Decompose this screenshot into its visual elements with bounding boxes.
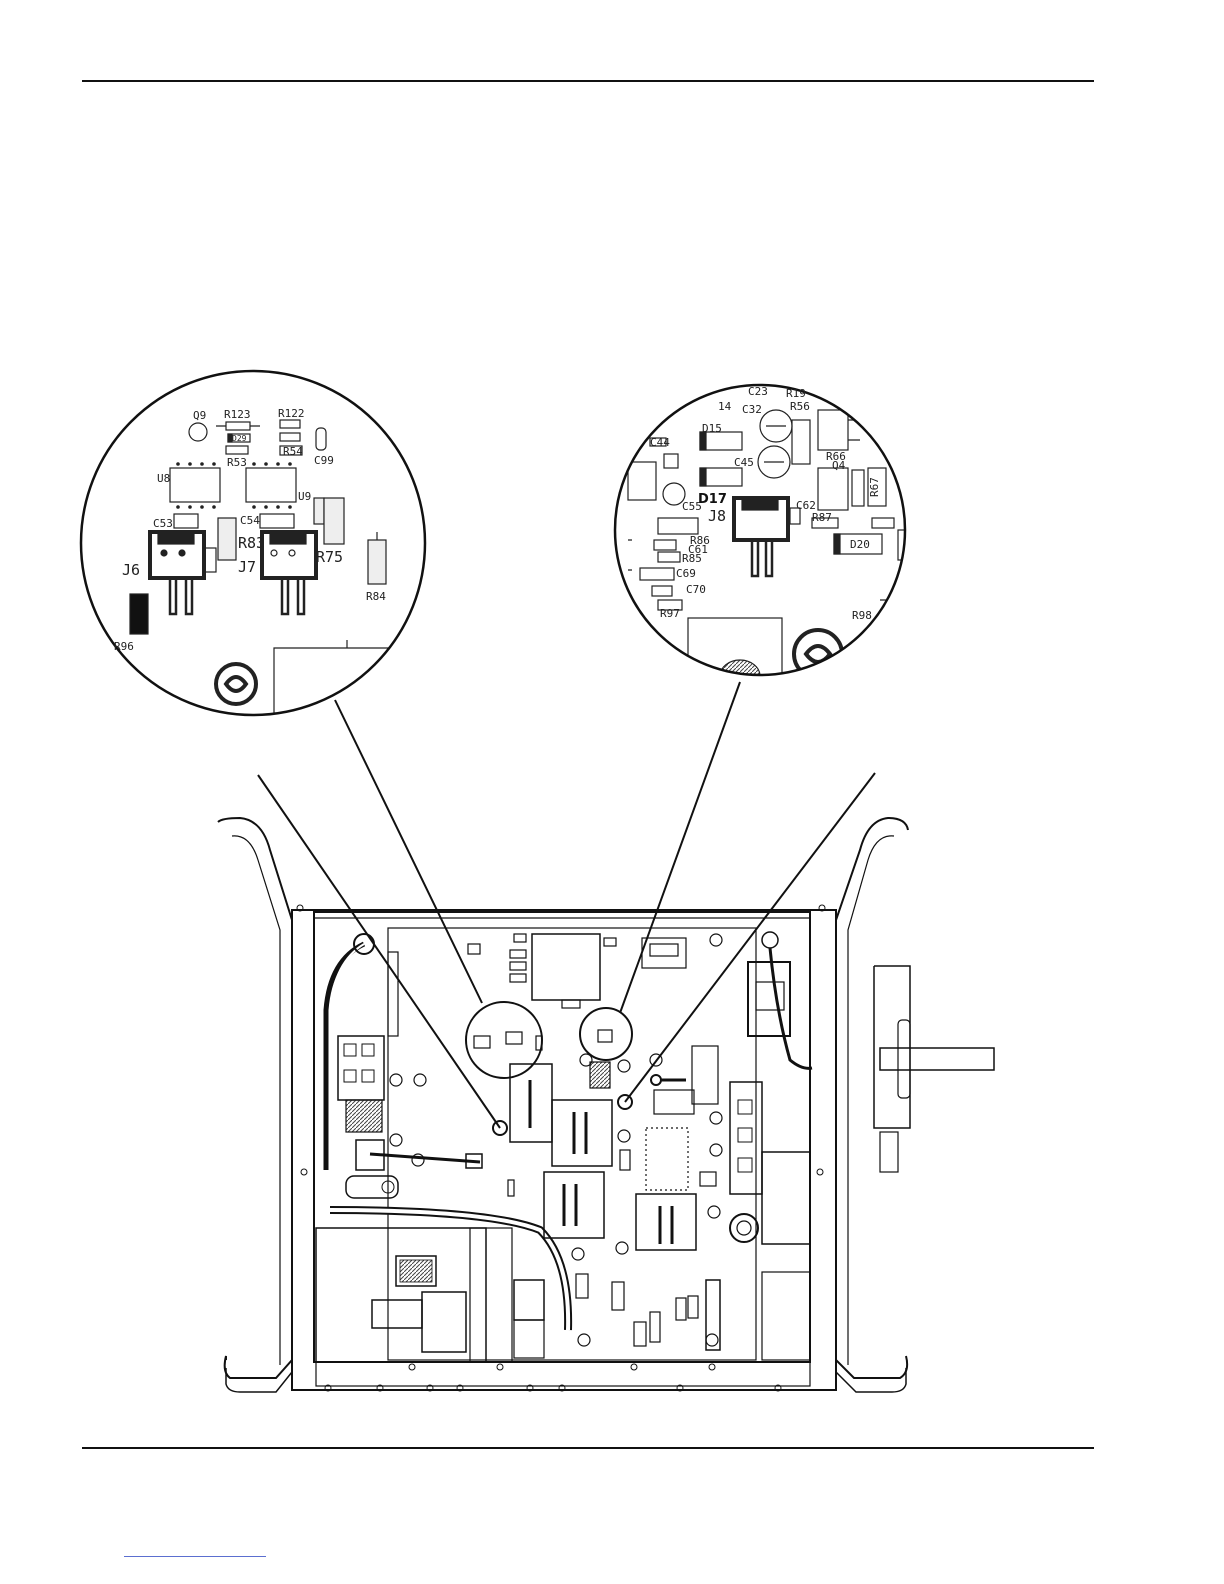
connector-j8: [734, 498, 788, 576]
label-c23: C23: [748, 385, 768, 398]
transformer: [762, 1152, 810, 1244]
label-j8: J8: [708, 507, 726, 525]
label-r54: R54: [283, 445, 303, 458]
resistor-r83: [218, 518, 236, 560]
label-r84: R84: [366, 590, 386, 603]
capacitor-c69: [640, 568, 674, 580]
label-r87: R87: [812, 511, 832, 524]
terminal-block: [338, 1036, 384, 1100]
board-block: [688, 618, 782, 698]
label-r75: R75: [316, 548, 343, 566]
capacitor-c70: [652, 586, 672, 596]
connector-j7: [262, 532, 316, 614]
label-r56: R56: [790, 400, 810, 413]
resistor-r122: [280, 420, 300, 428]
label-r122: R122: [278, 407, 305, 420]
label-c45: C45: [734, 456, 754, 469]
label-r85: R85: [682, 552, 702, 565]
leader-lines: [258, 682, 875, 1128]
label-c54: C54: [240, 514, 260, 527]
resistor-r86: [654, 540, 676, 550]
label-j6: J6: [122, 561, 140, 579]
power-unit: [218, 818, 994, 1392]
label-c53: C53: [153, 517, 173, 530]
chip-u8: [170, 468, 220, 502]
label-c32: C32: [742, 403, 762, 416]
capacitor-c99: [316, 428, 326, 450]
leader-line-right-detail: [620, 682, 740, 1013]
label-c69: C69: [676, 567, 696, 580]
label-c44: C44: [650, 436, 670, 449]
label-j7: J7: [238, 558, 256, 576]
right-handle: [836, 818, 908, 1378]
label-r53: R53: [227, 456, 247, 469]
enclosure: [292, 910, 836, 1390]
rear-panel-box: [874, 966, 910, 1128]
label-r98: R98: [852, 609, 872, 622]
cable-outlet: [880, 1048, 994, 1070]
chip-u9: [246, 468, 296, 502]
transistor-q4: [818, 468, 848, 510]
transistor-q9: [189, 423, 207, 441]
label-r96: R96: [114, 640, 134, 653]
fan-knob: [730, 1214, 758, 1242]
pcb-components: [390, 934, 722, 1350]
label-r67: R67: [868, 477, 881, 497]
resistor-r53: [226, 446, 248, 454]
bottom-module: [316, 1228, 486, 1362]
label-u9: U9: [298, 490, 311, 503]
label-r97: R97: [660, 607, 680, 620]
resistor-r85: [658, 552, 680, 562]
transistor-q3: [818, 410, 848, 450]
label-d20: D20: [850, 538, 870, 551]
label-d17: D17: [698, 492, 727, 507]
detail-circle-left: Q9 R123 R122 D29 R53 R54 C99 U8 U9 C53 C…: [81, 371, 425, 715]
label-r123: R123: [224, 408, 251, 421]
detail-locator-right: [580, 1008, 632, 1060]
label-r83: R83: [238, 534, 265, 552]
cable-left: [326, 944, 364, 1170]
connector-j6: [150, 532, 216, 614]
leader-line-left-outer: [258, 775, 500, 1128]
leader-line-left-detail: [335, 700, 482, 1003]
screw-left: [216, 664, 256, 704]
main-pcb: [388, 928, 756, 1360]
left-handle: [218, 818, 292, 1378]
board-outline: [274, 648, 410, 715]
label-u8: U8: [157, 472, 170, 485]
detail-circle-right: C23 R19 C32 R56 14 D15 C44 C45 R66 Q4 R6…: [615, 385, 908, 698]
resistor-r96: [130, 594, 148, 634]
gas-fitting: [372, 1300, 422, 1328]
label-q4: Q4: [832, 459, 846, 472]
label-d15: D15: [702, 422, 722, 435]
resistor-r84: [368, 540, 386, 584]
detail-locator-left: [466, 1002, 542, 1078]
resistor-r123: [226, 422, 250, 430]
label-q9: Q9: [193, 409, 206, 422]
label-14: 14: [718, 400, 732, 413]
label-c99: C99: [314, 454, 334, 467]
label-c70: C70: [686, 583, 706, 596]
label-r19: R19: [786, 387, 806, 400]
resistor-r75: [324, 498, 344, 544]
capacitor-c54: [260, 514, 294, 528]
capacitor-c53: [174, 514, 198, 528]
label-d29: D29: [232, 434, 247, 443]
